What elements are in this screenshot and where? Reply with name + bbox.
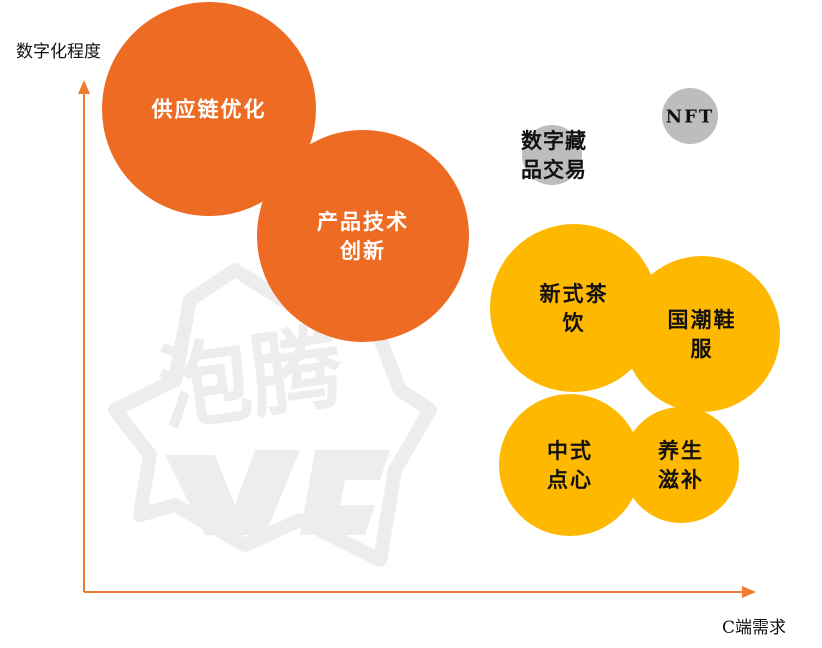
bubble-label-6-line-2: 服 <box>691 336 714 361</box>
bubble-label-3-line-2: 品交易 <box>521 157 587 182</box>
y-axis-label: 数字化程度 <box>16 42 101 62</box>
bubble-label-2-line-2: 创新 <box>339 238 386 263</box>
bubble-8 <box>623 407 739 523</box>
bubble-label-3-line-1: 数字藏 <box>521 128 587 153</box>
bubble-label-4-line-1: NFT <box>666 106 715 127</box>
bubble-7 <box>499 394 641 536</box>
bubble-label-7-line-2: 点心 <box>547 467 593 492</box>
bubble-6 <box>624 256 780 412</box>
bubble-1 <box>102 2 316 216</box>
bubble-label-7-line-1: 中式 <box>547 438 593 463</box>
bubble-2 <box>257 130 469 342</box>
bubble-label-8-line-2: 滋补 <box>658 467 704 492</box>
bubble-4 <box>662 88 718 144</box>
y-axis-arrow <box>78 80 90 94</box>
bubble-label-6-line-1: 国潮鞋 <box>668 307 737 332</box>
bubble-label-5-line-1: 新式茶 <box>540 281 609 306</box>
watermark-logo: 泡腾 <box>108 263 437 567</box>
x-axis-arrow <box>742 586 756 598</box>
bubble-label-8-line-1: 养生 <box>657 438 704 463</box>
bubble-label-5-line-2: 饮 <box>562 310 586 335</box>
x-axis-label: C端需求 <box>722 618 787 638</box>
watermark-text: 泡腾 <box>152 313 350 445</box>
bubble-label-2-line-1: 产品技术 <box>317 209 409 234</box>
watermark-letters <box>165 450 390 535</box>
bubble-5 <box>490 224 658 392</box>
bubble-label-1-line-1: 供应链优化 <box>151 97 267 122</box>
bubble-3 <box>522 125 582 185</box>
axes <box>78 80 756 598</box>
